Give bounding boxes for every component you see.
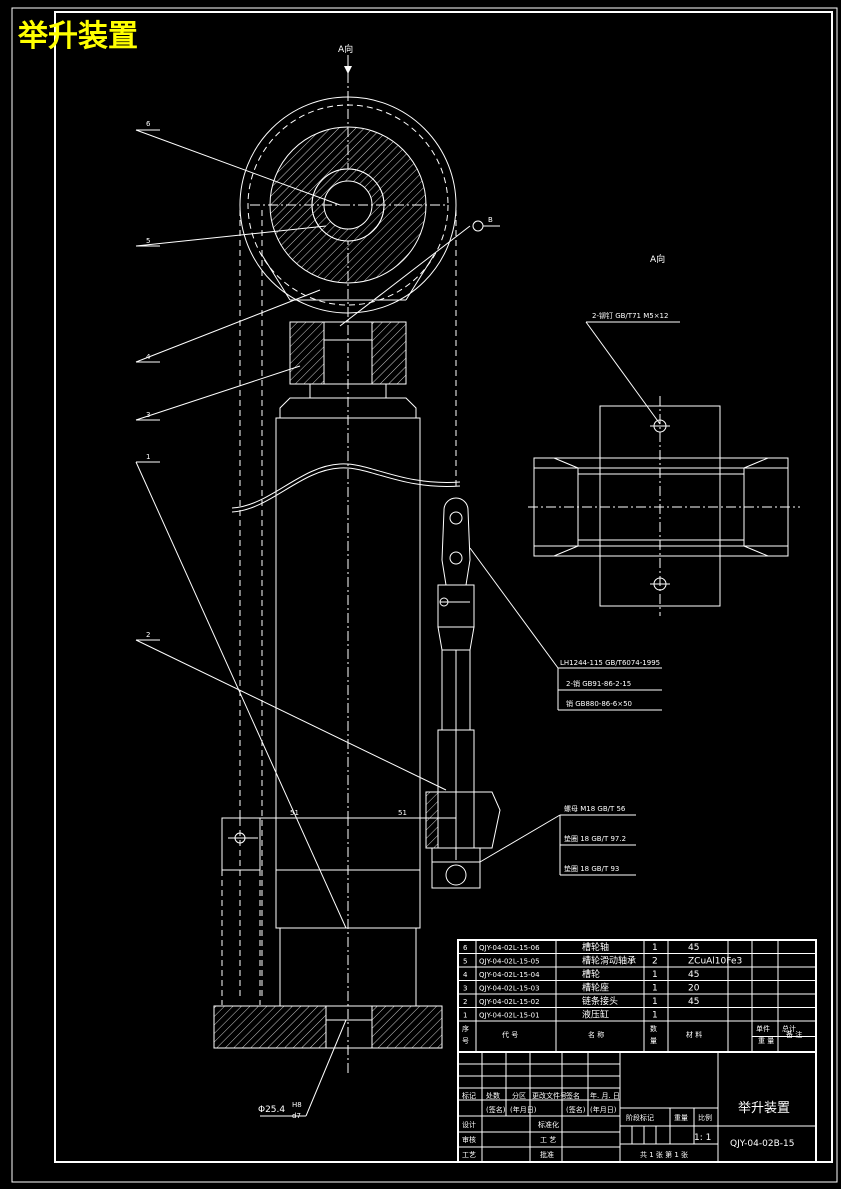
tb-date: 年. 月. 日 bbox=[590, 1091, 620, 1100]
joint-hatch-left bbox=[425, 791, 439, 849]
tb-weight: 重量 bbox=[674, 1114, 688, 1122]
bom-header-no_bottom: 号 bbox=[462, 1037, 469, 1045]
bom-qty: 1 bbox=[652, 943, 658, 953]
tb-process: 工 艺 bbox=[540, 1136, 556, 1144]
bom-qty: 1 bbox=[652, 970, 658, 980]
bom-no: 1 bbox=[463, 1012, 467, 1020]
chain-note-2: 2-销 GB91-86-2-15 bbox=[566, 679, 631, 688]
tb-name: 举升装置 bbox=[738, 1101, 790, 1116]
base-plate-left bbox=[213, 1005, 327, 1049]
tb-date2: (年月日) bbox=[510, 1105, 537, 1114]
callout-4: 4 bbox=[146, 353, 151, 361]
bom-material: ZCuAl10Fe3 bbox=[688, 957, 742, 967]
bom-name: 槽轮座 bbox=[582, 982, 609, 994]
callout-5: 5 bbox=[146, 237, 150, 245]
bom-header-name: 名 称 bbox=[588, 1030, 604, 1039]
bom-header-single_top: 单件 bbox=[756, 1024, 770, 1033]
callout-1: 1 bbox=[146, 453, 150, 461]
bom-header-code: 代 号 bbox=[502, 1030, 518, 1039]
tb-drawing-no: QJY-04-02B-15 bbox=[730, 1139, 794, 1149]
sheave-seat-hatch-left bbox=[289, 321, 325, 385]
bom-no: 2 bbox=[463, 998, 467, 1006]
bom-material: 45 bbox=[688, 997, 699, 1007]
base-plate-right bbox=[371, 1005, 443, 1049]
sheet-border-outer bbox=[11, 7, 838, 1183]
tb-date3: (年月日) bbox=[590, 1105, 617, 1114]
sheave-seat-hatch-right bbox=[371, 321, 407, 385]
bom-name: 液压缸 bbox=[582, 1009, 609, 1021]
bom-material: 45 bbox=[688, 970, 699, 980]
fit-upper: H8 bbox=[292, 1101, 302, 1109]
chain-note-1: LH1244-115 GB/T6074-1995 bbox=[560, 659, 660, 667]
title-block: 标记 处数 分区 更改文件号 签名 年. 月. 日 (签名) (年月日) (签名… bbox=[457, 1051, 817, 1163]
bom-header-qty_bottom: 量 bbox=[650, 1037, 657, 1045]
bom-no: 3 bbox=[463, 985, 467, 993]
tb-zone: 分区 bbox=[512, 1091, 526, 1100]
nut-note-3: 垫圈 18 GB/T 93 bbox=[564, 864, 619, 873]
bom-qty: 2 bbox=[652, 957, 658, 967]
bom-qty: 1 bbox=[652, 984, 658, 994]
bom-name: 槽轮轴 bbox=[582, 941, 609, 953]
section-marker: B bbox=[488, 216, 493, 224]
callout-6: 6 bbox=[146, 120, 151, 128]
tb-count: 处数 bbox=[486, 1091, 500, 1100]
a-view-label: A向 bbox=[650, 253, 665, 265]
tb-sign3: (签名) bbox=[566, 1105, 586, 1114]
callout-3: 3 bbox=[146, 411, 150, 419]
bom-header-no_top: 序 bbox=[462, 1024, 469, 1033]
dim-right: 51 bbox=[398, 809, 407, 817]
tb-sign: 签名 bbox=[566, 1091, 580, 1100]
bom-material: 45 bbox=[688, 943, 699, 953]
bom-header-remark: 备 注 bbox=[786, 1030, 802, 1039]
tb-ratio: 比例 bbox=[698, 1113, 712, 1122]
chain-note-3: 销 GB880-86-6×50 bbox=[566, 699, 632, 708]
tb-sign2: (签名) bbox=[486, 1105, 506, 1114]
sheet-border-inner bbox=[54, 11, 833, 1163]
bom-code: QJY-04-02L-15-05 bbox=[479, 958, 540, 966]
bom-no: 4 bbox=[463, 971, 468, 979]
tb-sheets: 共 1 张 第 1 张 bbox=[640, 1150, 688, 1159]
callout-2: 2 bbox=[146, 631, 150, 639]
tb-mark: 标记 bbox=[462, 1091, 476, 1100]
tb-design: 设计 bbox=[462, 1120, 476, 1129]
bom-header-total_top: 总计 bbox=[782, 1024, 796, 1033]
bom-code: QJY-04-02L-15-04 bbox=[479, 971, 540, 979]
a-direction-arrow-label: A向 bbox=[338, 43, 353, 55]
tb-scale: 1: 1 bbox=[694, 1133, 711, 1143]
sheave-dashed-circle bbox=[247, 104, 449, 306]
bom-qty: 1 bbox=[652, 997, 658, 1007]
bom-material: 20 bbox=[688, 984, 700, 994]
nut-note-2: 垫圈 18 GB/T 97.2 bbox=[564, 834, 626, 843]
bom-code: QJY-04-02L-15-02 bbox=[479, 998, 540, 1006]
bom-code: QJY-04-02L-15-03 bbox=[479, 985, 540, 993]
bom-header-qty_top: 数 bbox=[650, 1024, 657, 1033]
bom-header-material: 材 料 bbox=[686, 1030, 702, 1039]
fit-diameter: Φ25.4 bbox=[258, 1105, 285, 1115]
tb-change-doc: 更改文件号 bbox=[532, 1091, 567, 1100]
tb-approve: 批准 bbox=[540, 1150, 554, 1159]
tb-review: 审核 bbox=[462, 1135, 476, 1144]
tb-craft: 工艺 bbox=[462, 1151, 476, 1159]
bom-name: 链条接头 bbox=[582, 995, 618, 1007]
bom-header-weight: 重 量 bbox=[758, 1037, 774, 1045]
bom-name: 槽轮 bbox=[582, 968, 600, 980]
bom-code: QJY-04-02L-15-06 bbox=[479, 944, 540, 952]
bom-code: QJY-04-02L-15-01 bbox=[479, 1012, 540, 1020]
sheave-outer-circle bbox=[239, 96, 457, 314]
nut-note-1: 螺母 M18 GB/T 56 bbox=[564, 804, 626, 813]
fit-lower: d7 bbox=[292, 1112, 301, 1120]
tb-standard: 标准化 bbox=[538, 1120, 559, 1129]
bom-no: 6 bbox=[463, 944, 468, 952]
pin-note: 2-铆钉 GB/T71 M5×12 bbox=[592, 311, 668, 320]
sheet-title: 举升装置 bbox=[17, 19, 138, 54]
tb-stage: 阶段标记 bbox=[626, 1113, 654, 1122]
bom-table: 6 QJY-04-02L-15-06 槽轮轴 1 45 5 QJY-04-02L-15-05… bbox=[457, 939, 817, 1053]
bom-name: 槽轮滑动轴承 bbox=[582, 955, 636, 967]
bom-qty: 1 bbox=[652, 1011, 658, 1021]
bom-no: 5 bbox=[463, 958, 467, 966]
